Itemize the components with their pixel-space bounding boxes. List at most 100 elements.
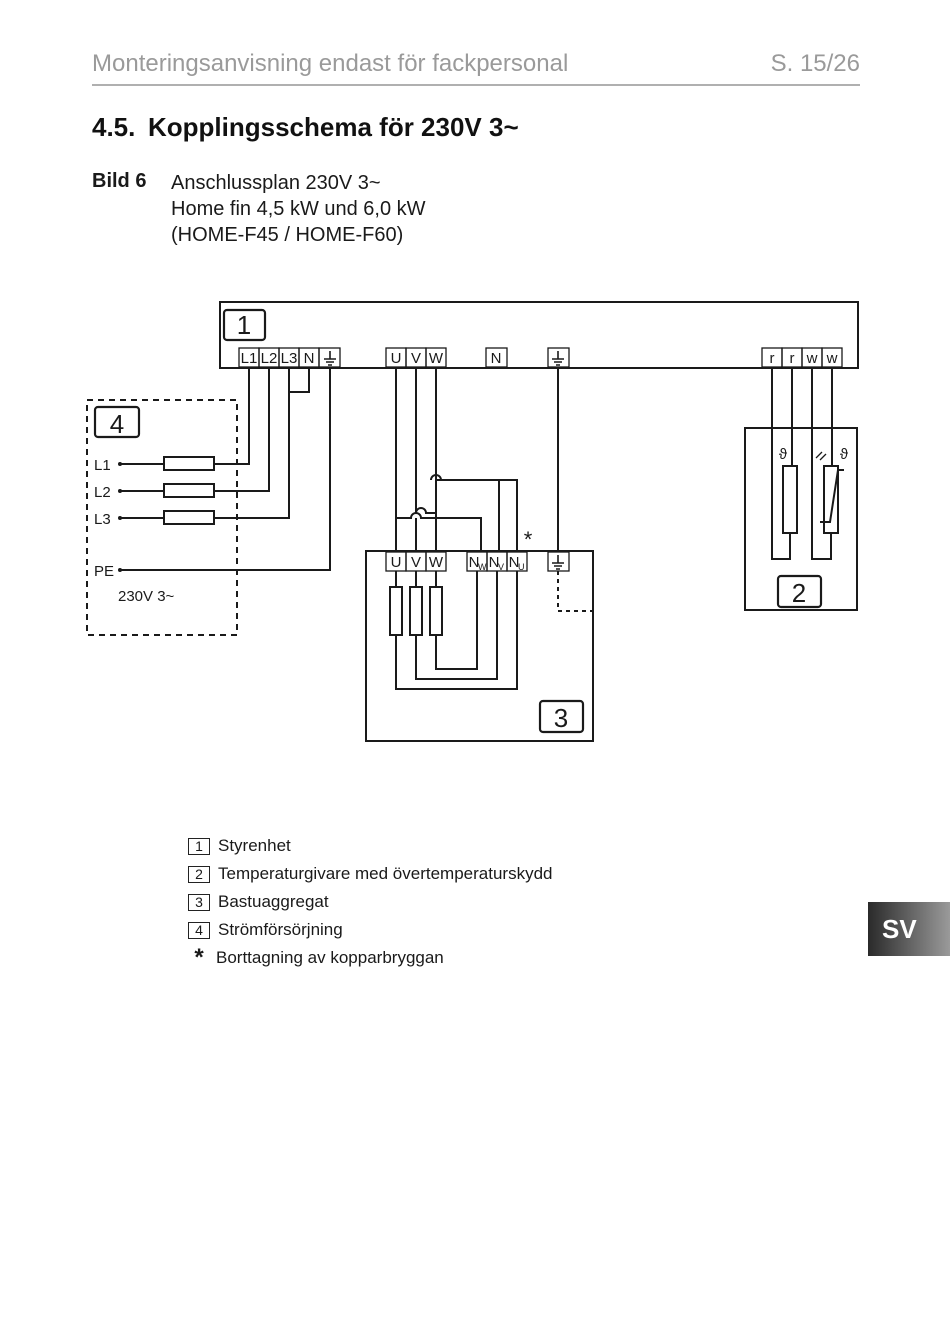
fuse-l2 xyxy=(163,483,215,498)
caption-line: (HOME-F45 / HOME-F60) xyxy=(171,224,404,246)
terminal-v: V xyxy=(411,350,421,367)
figure-label: Bild 6 xyxy=(92,170,147,192)
subscript-u: U xyxy=(518,562,525,572)
caption-line: Anschlussplan 230V 3~ xyxy=(171,172,381,194)
fuse-l1 xyxy=(163,456,215,471)
overtemp-symbol: ϑ xyxy=(840,446,849,463)
legend-text: Strömförsörjning xyxy=(218,920,343,939)
heating-element-v xyxy=(409,586,423,636)
heater-terminal-nu: N xyxy=(509,554,520,571)
supply-label-l3: L3 xyxy=(94,511,111,528)
legend: 1 Styrenhet 2 Temperaturgivare med övert… xyxy=(188,832,552,972)
legend-note-text: Borttagning av kopparbryggan xyxy=(216,948,444,967)
terminal-n: N xyxy=(304,350,315,367)
heating-element-w xyxy=(429,586,443,636)
heater-box xyxy=(365,550,594,742)
legend-key: 1 xyxy=(188,837,210,855)
legend-item: 4 Strömförsörjning xyxy=(188,916,552,944)
terminal-l3: L3 xyxy=(281,350,298,367)
wire-l2 xyxy=(120,368,270,492)
header-title: Monteringsanvisning endast för fackperso… xyxy=(92,50,569,77)
language-tab: SV xyxy=(868,902,950,956)
wire-u-cross xyxy=(396,512,482,552)
ground-icon xyxy=(552,351,564,366)
wire-l3-n-link xyxy=(289,368,310,393)
page-number: S. 15/26 xyxy=(770,50,860,77)
supply-label-l2: L2 xyxy=(94,484,111,501)
sensor-box xyxy=(744,427,858,611)
fuse-l3 xyxy=(163,510,215,525)
element-w-neutral xyxy=(435,571,478,670)
legend-text: Bastuaggregat xyxy=(218,892,329,911)
wire-pe-internal xyxy=(557,571,593,612)
supply-label-l1: L1 xyxy=(94,457,111,474)
ground-icon xyxy=(552,555,564,570)
power-supply-id-box xyxy=(93,405,141,439)
overtemp-curve xyxy=(820,469,844,523)
supply-voltage: 230V 3~ xyxy=(118,588,175,605)
legend-item: 1 Styrenhet xyxy=(188,832,552,860)
legend-item: 2 Temperaturgivare med övertemperatursky… xyxy=(188,860,552,888)
heater-terminal-nw: N xyxy=(469,554,480,571)
terminal-r2: r xyxy=(790,350,795,367)
heater-id: 3 xyxy=(554,703,568,733)
element-u-neutral xyxy=(395,571,518,690)
wire-w1 xyxy=(811,368,832,560)
heating-element-u xyxy=(389,586,403,636)
terminal-w-box xyxy=(425,347,447,368)
legend-item: 3 Bastuaggregat xyxy=(188,888,552,916)
bridge-marker: * xyxy=(524,527,533,552)
overtemp-arrow-icon xyxy=(815,451,827,461)
controller-id-box xyxy=(222,308,267,342)
asterisk-icon: * xyxy=(194,944,204,971)
controller-box xyxy=(219,301,859,369)
terminal-n2: N xyxy=(491,350,502,367)
terminal-pe-box xyxy=(318,347,341,368)
wire-pe xyxy=(120,368,331,571)
temp-sensor-element xyxy=(782,465,798,534)
terminal-w2: w xyxy=(826,350,838,367)
wire-crossover-hop xyxy=(430,474,442,481)
terminal-w: W xyxy=(429,350,444,367)
ground-icon xyxy=(324,351,336,366)
legend-key: 4 xyxy=(188,921,210,939)
terminal-u: U xyxy=(391,350,402,367)
element-v-neutral xyxy=(415,571,498,680)
section-number: 4.5. xyxy=(92,112,136,142)
legend-key: 2 xyxy=(188,865,210,883)
controller-id: 1 xyxy=(237,310,251,340)
legend-text: Styrenhet xyxy=(218,836,291,855)
terminal-n2-box xyxy=(485,347,508,368)
legend-text: Temperaturgivare med övertemperaturskydd xyxy=(218,864,553,883)
terminal-w1: w xyxy=(806,350,818,367)
temp-symbol: ϑ xyxy=(779,446,788,463)
terminal-r1: r xyxy=(770,350,775,367)
sensor-id-box xyxy=(776,574,823,609)
wire-v-upper xyxy=(415,368,436,514)
figure-caption: Anschlussplan 230V 3~ Home fin 4,5 kW un… xyxy=(171,170,426,248)
subscript-w: W xyxy=(478,562,487,572)
section-title: Kopplingsschema för 230V 3~ xyxy=(148,112,519,142)
heater-terminal-nv: N xyxy=(489,554,500,571)
terminal-pe2-box xyxy=(547,347,570,368)
terminal-w2-box xyxy=(821,347,843,368)
wire-neutral-bridge xyxy=(441,479,518,552)
wire-w-cross xyxy=(436,479,500,552)
power-supply-id: 4 xyxy=(110,409,124,439)
wire-l3 xyxy=(120,368,290,519)
terminal-l1: L1 xyxy=(241,350,258,367)
heater-id-box xyxy=(538,699,585,734)
legend-note: * Borttagning av kopparbryggan xyxy=(188,944,552,972)
heater-terminal-v: V xyxy=(411,554,421,571)
section-heading: 4.5. Kopplingsschema för 230V 3~ xyxy=(92,112,519,143)
subscript-v: V xyxy=(498,562,504,572)
heater-terminal-u: U xyxy=(391,554,402,571)
header-divider xyxy=(92,84,860,86)
supply-label-pe: PE xyxy=(94,563,114,580)
terminal-l2: L2 xyxy=(261,350,278,367)
wire-r1 xyxy=(771,368,791,560)
heater-terminal-w: W xyxy=(429,554,444,571)
legend-key: 3 xyxy=(188,893,210,911)
caption-line: Home fin 4,5 kW und 6,0 kW xyxy=(171,198,426,220)
